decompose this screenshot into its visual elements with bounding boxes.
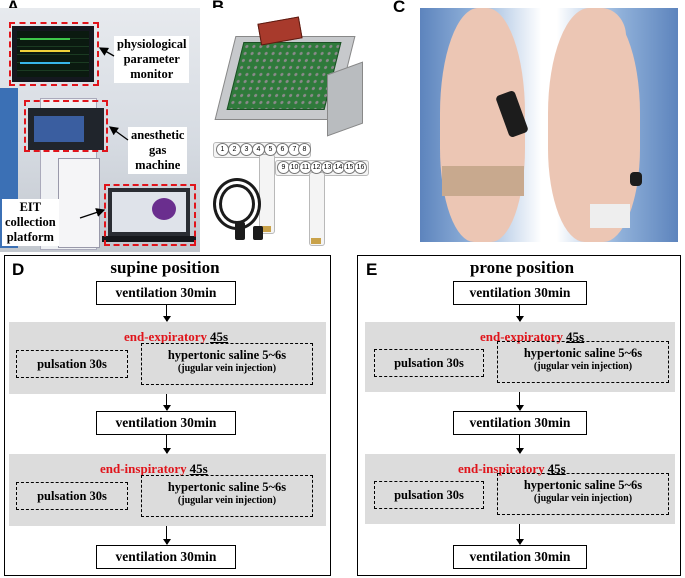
prone-electrode-belt [590,204,630,228]
eit-laptop [102,188,196,242]
eit-platform-label: EIT collection platform [2,199,59,246]
supine-heading: supine position [110,258,220,277]
monitor-label: physiological parameter monitor [114,36,190,83]
electrode-number: 16 [354,161,367,174]
prone-ventilation-box-2: ventilation 30min [453,411,587,435]
electrode-strip-2-handle [309,172,325,246]
panel-letter-e: E [366,260,378,279]
panel-letter-c: C [393,0,406,16]
eit-platform-pointer-arrow [79,208,106,219]
prone-flow-arrow [515,392,524,411]
monitor-highlight [9,22,99,86]
prone-flowchart [357,255,681,576]
parameter-monitor-screen [12,26,94,82]
supine-flow-arrow [162,526,171,545]
prone-pulsation-box-2: pulsation 30s [374,481,484,509]
panel-letter-d: D [12,260,25,279]
supine-saline-box-2: hypertonic saline 5~6s (jugular vein inj… [141,475,313,517]
stage-duration: 45s [210,329,229,344]
stage-name: end-inspiratory [458,461,545,476]
electrode-number: 1 [216,143,229,156]
cable-plug [235,222,245,240]
prone-ventilation-box-1: ventilation 30min [453,281,587,305]
cable-plug [253,226,263,240]
prone-sensor-clip [630,172,642,186]
electrode-number: 6 [276,143,289,156]
eit-hardware-photo: 1 2 3 4 5 6 7 8 9 10 11 12 13 14 15 16 [205,8,370,252]
supine-saline-box-1: hypertonic saline 5~6s (jugular vein inj… [141,343,313,385]
circuit-board [226,42,342,110]
supine-ventilation-box-3: ventilation 30min [96,545,236,569]
case-lid [327,61,363,137]
stage-name: end-expiratory [480,329,564,344]
stage-duration: 45s [547,461,566,476]
stage-name: end-inspiratory [100,461,187,476]
supine-electrode-belt [442,166,524,196]
supine-flowchart [4,255,331,576]
electrode-number: 3 [240,143,253,156]
monitor-pointer-arrow [98,47,115,57]
electrode-number: 10 [288,161,301,174]
gas-machine-highlight [24,100,108,152]
prone-flow-arrow [515,524,524,545]
prone-flow-arrow [515,305,524,322]
supine-pulsation-box-2: pulsation 30s [16,482,128,510]
electrode-strip-1-connector [261,226,271,232]
supine-ventilation-box-2: ventilation 30min [96,411,236,435]
stage-name: end-expiratory [124,329,208,344]
supine-flow-arrow [162,305,171,322]
supine-pulsation-box-1: pulsation 30s [16,350,128,378]
electrode-number: 15 [343,161,356,174]
prone-saline-box-1: hypertonic saline 5~6s (jugular vein inj… [497,341,669,383]
prone-pulsation-box-1: pulsation 30s [374,349,484,377]
animal-position-photos [420,8,678,242]
gas-machine-display [28,108,104,150]
prone-saline-box-2: hypertonic saline 5~6s (jugular vein inj… [497,473,669,515]
gas-machine-label: anesthetic gas machine [128,127,188,174]
electrode-cable-loop [219,184,255,224]
prone-flow-arrow [515,435,524,454]
electrode-number: 13 [321,161,334,174]
prone-ventilation-box-3: ventilation 30min [453,545,587,569]
supine-flow-arrow [162,394,171,411]
stage-duration: 45s [189,461,208,476]
supine-flow-arrow [162,435,171,454]
prone-pig-head [576,8,626,64]
prone-end-inspiratory-band [365,454,675,524]
stage-duration: 45s [566,329,585,344]
supine-ventilation-box-1: ventilation 30min [96,281,236,305]
prone-heading: prone position [469,258,575,277]
supine-end-expiratory-band [9,322,326,394]
gas-machine-pointer-arrow [108,126,129,141]
electrode-number: 8 [298,143,311,156]
prone-end-expiratory-band [365,322,675,392]
electrode-strip-2-connector [311,238,321,244]
electrode-strip-1-handle [259,154,275,234]
supine-end-inspiratory-band [9,454,326,526]
